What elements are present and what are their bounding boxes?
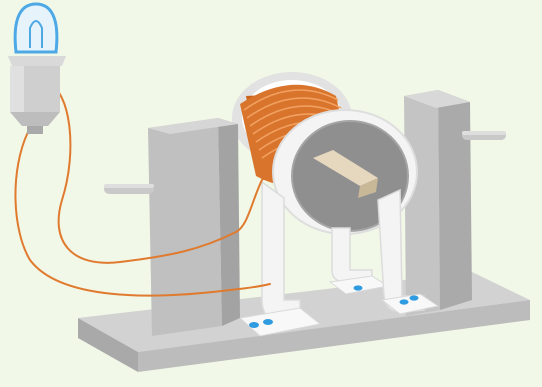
left-upright — [148, 118, 240, 336]
light-bulb — [8, 4, 66, 134]
left-axle — [104, 184, 154, 194]
right-axle — [462, 131, 506, 140]
right-upright — [404, 90, 472, 316]
